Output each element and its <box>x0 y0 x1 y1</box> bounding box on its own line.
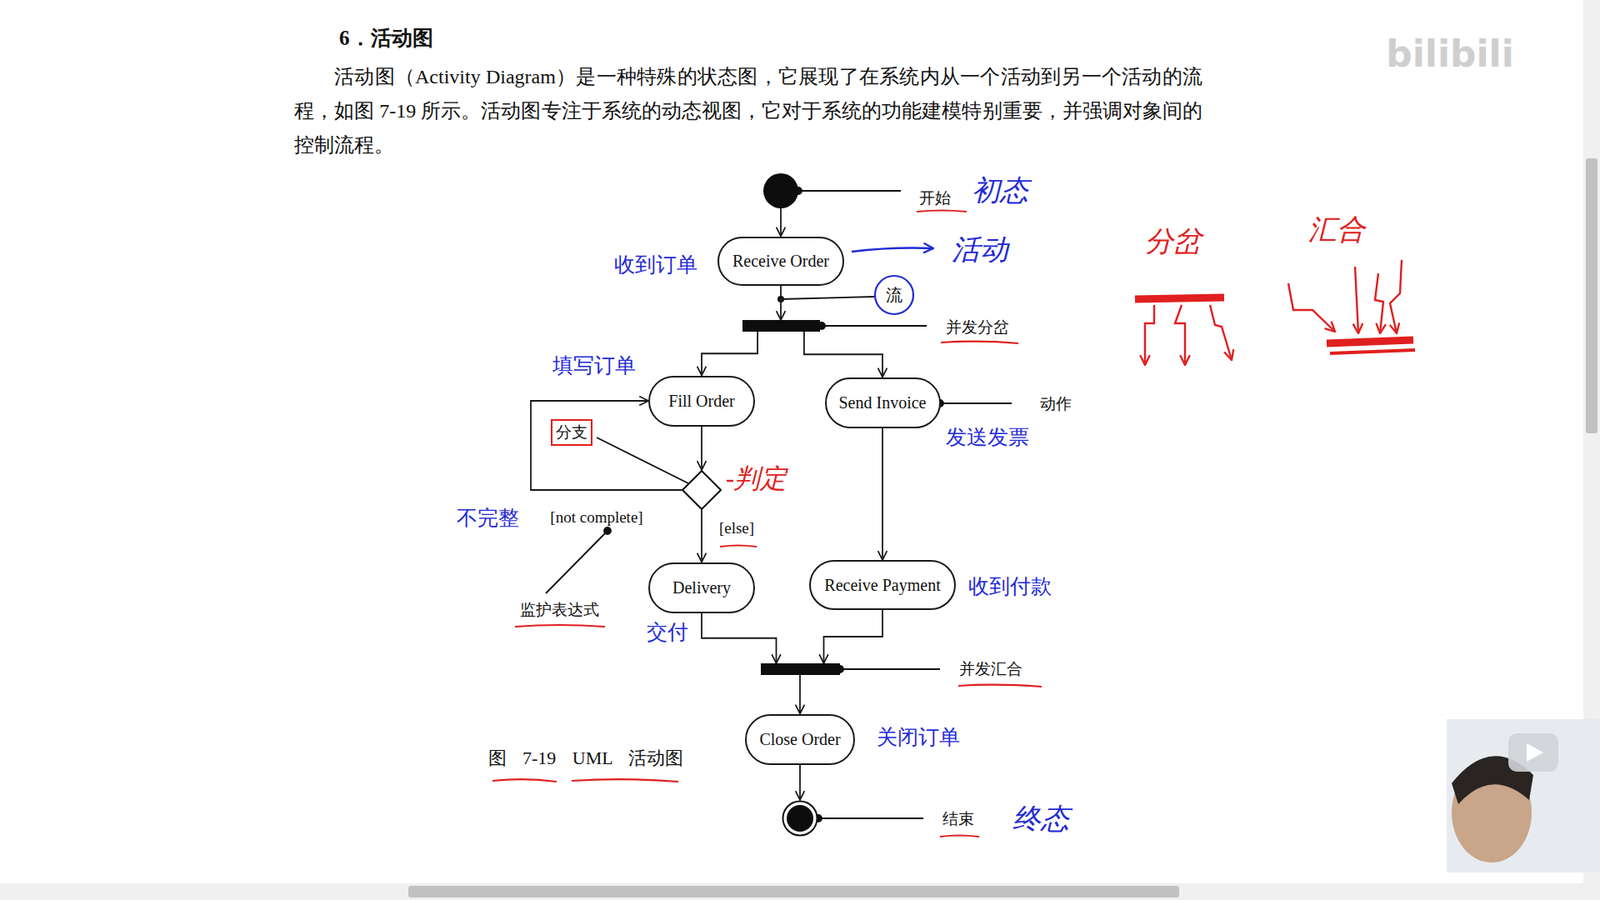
control-flow <box>824 610 884 664</box>
scrollbar-thumb <box>1585 158 1598 434</box>
webcam-frame <box>1446 719 1600 873</box>
callout-label: 开始 <box>919 187 951 210</box>
leader-line <box>780 296 875 300</box>
control-flow <box>780 285 782 321</box>
callout-label: 分支 <box>550 419 593 446</box>
handwritten-note: 汇合 <box>1308 210 1365 250</box>
control-flow <box>799 765 801 801</box>
hand-dash <box>726 480 734 482</box>
guard-condition: [not complete] <box>548 508 645 527</box>
callout-label: 并发汇合 <box>959 658 1023 680</box>
hand-arrow <box>851 248 934 253</box>
activity-box: Receive Payment <box>809 560 956 610</box>
fork-sketch-bar <box>1135 297 1225 300</box>
activity-box: Fill Order <box>648 375 755 427</box>
play-icon <box>1508 733 1559 772</box>
control-flow <box>701 613 777 665</box>
join-sketch-bar <box>1326 340 1414 344</box>
control-flow <box>799 675 801 715</box>
translation-note: 关闭订单 <box>876 723 960 751</box>
translation-note: 发送发票 <box>945 423 1030 451</box>
join-sketch-arrows <box>1288 260 1402 334</box>
callout-label: 并发分岔 <box>945 316 1010 339</box>
activity-name: Receive Payment <box>824 575 940 595</box>
section-heading: 6．活动图 <box>339 24 434 52</box>
callout-label: 监护表达式 <box>520 599 600 621</box>
activity-box: Receive Order <box>717 236 845 286</box>
flow-callout: 流 <box>885 284 903 307</box>
translation-note: 填写订单 <box>552 351 636 380</box>
scrollbar-thumb <box>408 885 1180 898</box>
translation-note: 收到付款 <box>968 572 1052 600</box>
hand-underlines <box>492 210 1042 838</box>
scrollbar-track <box>0 883 1600 900</box>
figure-caption: 图 7-19 UML 活动图 <box>488 745 685 771</box>
play-icon <box>1526 743 1544 762</box>
activity-box: Delivery <box>648 562 755 614</box>
handwritten-note: 初态 <box>971 171 1029 210</box>
activity-name: Receive Order <box>732 251 830 271</box>
activity-box: Close Order <box>745 714 855 765</box>
initial-node: 开始 <box>763 173 799 209</box>
activity-name: Fill Order <box>668 391 735 411</box>
hand-circle <box>875 275 914 315</box>
handwritten-note: 活动 <box>951 230 1009 270</box>
activity-name: Delivery <box>672 578 731 598</box>
handwritten-note: 判定 <box>733 460 787 498</box>
handwritten-note: 分岔 <box>1145 222 1202 261</box>
final-node: 结束 <box>781 800 819 837</box>
handwritten-note: 终态 <box>1012 800 1070 839</box>
decision-symbol <box>681 470 722 510</box>
control-flow <box>700 426 703 471</box>
join-sketch-bar <box>1330 350 1415 354</box>
watermark: bilibili <box>1385 32 1514 75</box>
translation-note: 收到订单 <box>614 250 698 279</box>
control-flow <box>701 331 758 376</box>
activity-name: Close Order <box>759 730 840 750</box>
decision-diamond: 分支 <box>681 470 722 510</box>
final-node-symbol <box>781 800 819 837</box>
body-paragraph: 活动图（Activity Diagram）是一种特殊的状态图，它展现了在系统内从… <box>294 60 1203 163</box>
guard-condition: [else] <box>717 519 756 538</box>
fork-sketch-arrows <box>1145 305 1232 365</box>
control-flow <box>804 331 883 378</box>
translation-note: 不完整 <box>456 504 520 532</box>
control-flow <box>780 208 782 237</box>
translation-note: 交付 <box>646 618 689 646</box>
join-bar: 并发汇合 <box>760 663 840 675</box>
activity-box: Send Invoice <box>825 377 941 429</box>
fork-bar: 并发分岔 <box>742 320 820 332</box>
control-flow <box>881 428 884 561</box>
callout-label: 动作 <box>1040 393 1072 415</box>
activity-name: Send Invoice <box>839 393 927 413</box>
leader-lines <box>545 187 1012 822</box>
control-flow <box>700 510 703 563</box>
callout-label: 结束 <box>942 808 975 830</box>
